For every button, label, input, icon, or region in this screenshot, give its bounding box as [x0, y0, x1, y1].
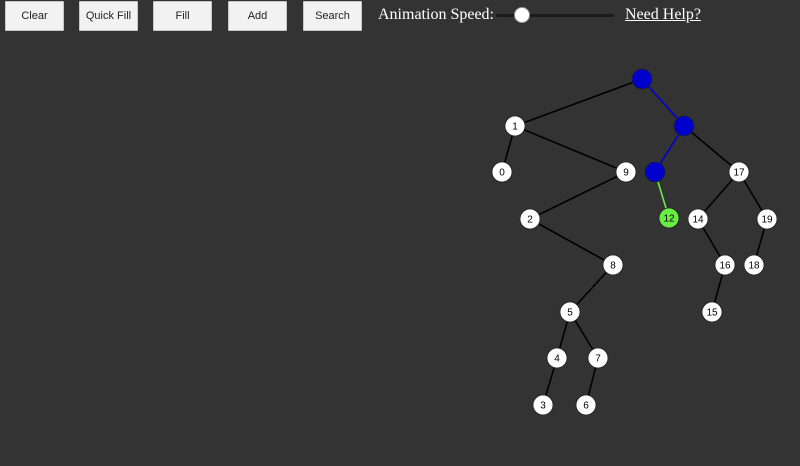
tree-node-n18[interactable]: 18 — [743, 254, 765, 276]
tree-node-label: 9 — [623, 168, 629, 179]
tree-edge-p2-n17 — [683, 125, 740, 173]
search-button[interactable]: Search — [303, 1, 362, 31]
tree-edge-n2-n8 — [529, 218, 614, 266]
tree-node-n15[interactable]: 15 — [701, 301, 723, 323]
tree-node-label: 18 — [748, 261, 760, 272]
tree-node-n19[interactable]: 19 — [756, 208, 778, 230]
tree-node-label: 5 — [567, 308, 573, 319]
tree-node-label: 16 — [719, 261, 731, 272]
tree-node-circle[interactable] — [546, 347, 568, 369]
tree-node-root[interactable] — [631, 68, 653, 90]
tree-node-label: 2 — [527, 215, 533, 226]
tree-node-circle[interactable] — [743, 254, 765, 276]
tree-node-circle[interactable] — [631, 68, 653, 90]
tree-edge-n1-n9 — [514, 125, 627, 173]
tree-node-circle[interactable] — [559, 301, 581, 323]
tree-node-circle[interactable] — [532, 394, 554, 416]
tree-node-n9[interactable]: 9 — [615, 161, 637, 183]
tree-node-n7[interactable]: 7 — [587, 347, 609, 369]
tree-node-circle[interactable] — [602, 254, 624, 276]
tree-node-circle[interactable] — [714, 254, 736, 276]
tree-node-n8[interactable]: 8 — [602, 254, 624, 276]
tree-node-circle[interactable] — [575, 394, 597, 416]
tree-node-label: 19 — [761, 215, 773, 226]
tree-node-label: 6 — [583, 401, 589, 412]
animation-speed-slider-thumb[interactable] — [513, 7, 530, 23]
tree-edge-root-p2 — [641, 78, 685, 127]
tree-edges — [501, 78, 768, 406]
tree-node-n3[interactable]: 3 — [532, 394, 554, 416]
tree-node-circle[interactable] — [615, 161, 637, 183]
tree-node-label: 12 — [663, 214, 675, 225]
tree-node-n17[interactable]: 17 — [728, 161, 750, 183]
tree-node-circle[interactable] — [519, 208, 541, 230]
tree-node-p3[interactable] — [644, 161, 666, 183]
tree-node-n2[interactable]: 2 — [519, 208, 541, 230]
tree-node-label: 15 — [706, 308, 718, 319]
tree-node-label: 8 — [610, 261, 616, 272]
tree-node-label: 0 — [499, 168, 505, 179]
tree-node-label: 14 — [692, 215, 704, 226]
quick-fill-button[interactable]: Quick Fill — [79, 1, 138, 31]
tree-node-circle[interactable] — [701, 301, 723, 323]
tree-node-circle[interactable] — [504, 115, 526, 137]
tree-node-label: 3 — [540, 401, 546, 412]
tree-node-circle[interactable] — [687, 208, 709, 230]
add-button[interactable]: Add — [228, 1, 287, 31]
tree-nodes: 1 0 9 2 8 5 4 7 3 6 12 17 14 19 16 18 15 — [491, 68, 778, 416]
clear-button[interactable]: Clear — [5, 1, 64, 31]
need-help-link[interactable]: Need Help? — [625, 6, 701, 23]
animation-speed-label: Animation Speed: — [378, 6, 494, 23]
fill-button[interactable]: Fill — [153, 1, 212, 31]
tree-node-label: 17 — [733, 168, 745, 179]
tree-node-circle[interactable] — [644, 161, 666, 183]
tree-node-n4[interactable]: 4 — [546, 347, 568, 369]
tree-node-circle[interactable] — [756, 208, 778, 230]
tree-node-circle[interactable] — [728, 161, 750, 183]
tree-node-circle[interactable] — [491, 161, 513, 183]
tree-node-label: 7 — [595, 354, 601, 365]
tree-node-p2[interactable] — [673, 115, 695, 137]
tree-node-n6[interactable]: 6 — [575, 394, 597, 416]
tree-node-n16[interactable]: 16 — [714, 254, 736, 276]
tree-node-n14[interactable]: 14 — [687, 208, 709, 230]
tree-node-label: 1 — [512, 122, 518, 133]
tree-node-n1[interactable]: 1 — [504, 115, 526, 137]
tree-node-circle[interactable] — [658, 207, 680, 229]
tree-edge-n9-n2 — [529, 171, 627, 220]
tree-node-n5[interactable]: 5 — [559, 301, 581, 323]
animation-speed-slider[interactable] — [496, 14, 614, 17]
tree-node-circle[interactable] — [587, 347, 609, 369]
tree-node-label: 4 — [554, 354, 560, 365]
tree-edge-root-n1 — [514, 78, 643, 127]
tree-node-n0[interactable]: 0 — [491, 161, 513, 183]
tree-edge-n8-n5 — [569, 264, 614, 313]
tree-node-n12[interactable]: 12 — [658, 207, 680, 229]
tree-node-circle[interactable] — [673, 115, 695, 137]
